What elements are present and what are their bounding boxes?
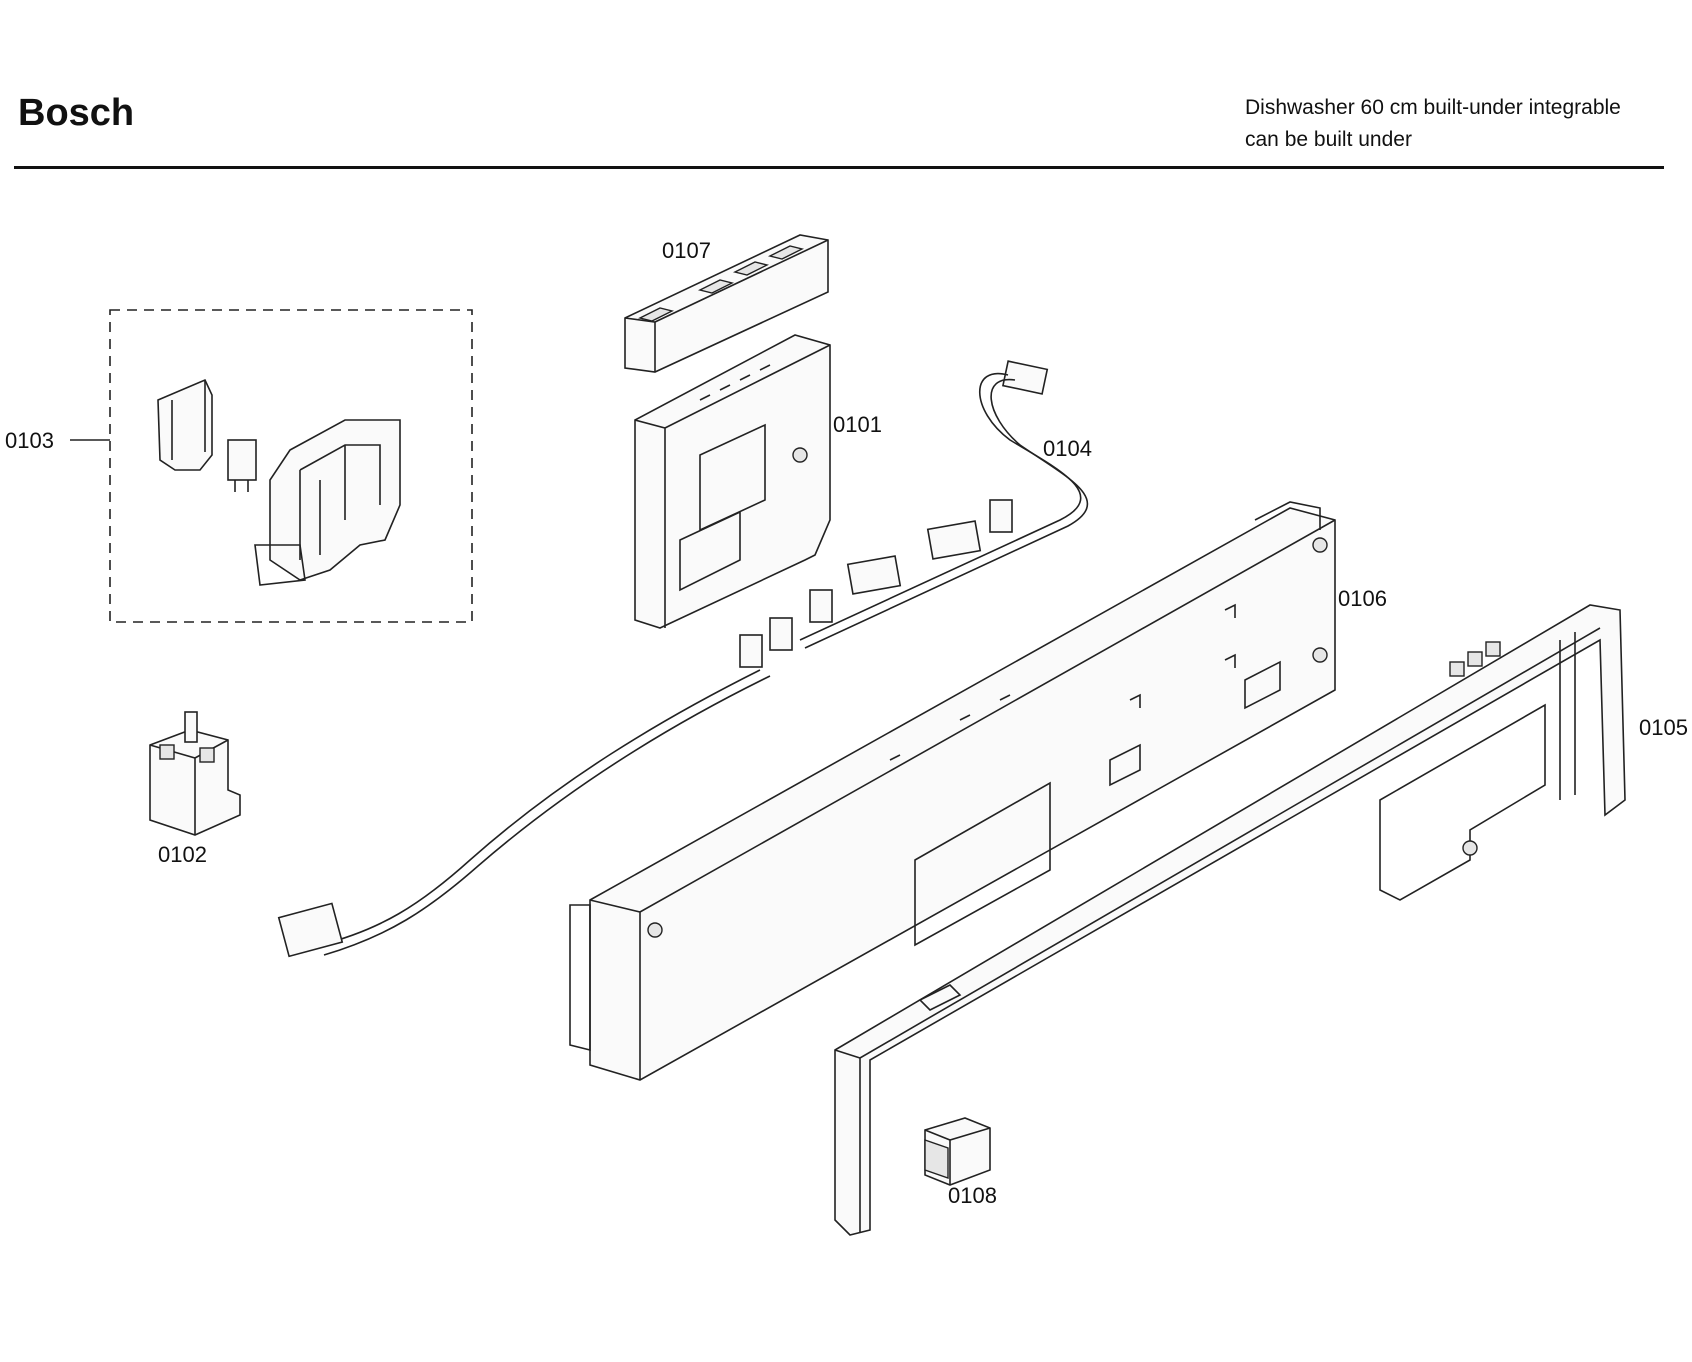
harness-plug-end [277, 902, 344, 958]
part-0106-panel-frame[interactable] [569, 501, 1336, 1081]
harness-plug-top [1001, 360, 1049, 395]
label-0108: 0108 [948, 1183, 997, 1208]
part-0102-terminal-block[interactable] [149, 711, 241, 836]
part-0103-housing [269, 419, 401, 581]
label-0105: 0105 [1639, 715, 1688, 740]
part-0103-bracket [157, 378, 213, 471]
model-subtitle-line2: can be built under [1245, 128, 1412, 151]
part-0107-button-strip[interactable] [624, 234, 829, 373]
label-0102: 0102 [158, 842, 207, 867]
part-0101-control-module[interactable] [634, 334, 831, 629]
label-0101: 0101 [833, 412, 882, 437]
brand-title: Bosch [18, 92, 135, 134]
group-0103-dashed-box [109, 309, 473, 623]
part-0105-front-fascia[interactable] [834, 604, 1626, 1236]
model-subtitle-line1: Dishwasher 60 cm built-under integrable [1245, 96, 1621, 119]
label-0103: 0103 [5, 428, 54, 453]
header-divider [14, 166, 1664, 169]
part-0103-assembly[interactable] [70, 309, 473, 623]
part-0103-relay [227, 439, 257, 481]
part-0108-block[interactable] [924, 1117, 991, 1186]
part-0104-wiring-harness[interactable] [277, 360, 1089, 958]
label-0106: 0106 [1338, 586, 1387, 611]
label-0107: 0107 [662, 238, 711, 263]
label-0104: 0104 [1043, 436, 1092, 461]
